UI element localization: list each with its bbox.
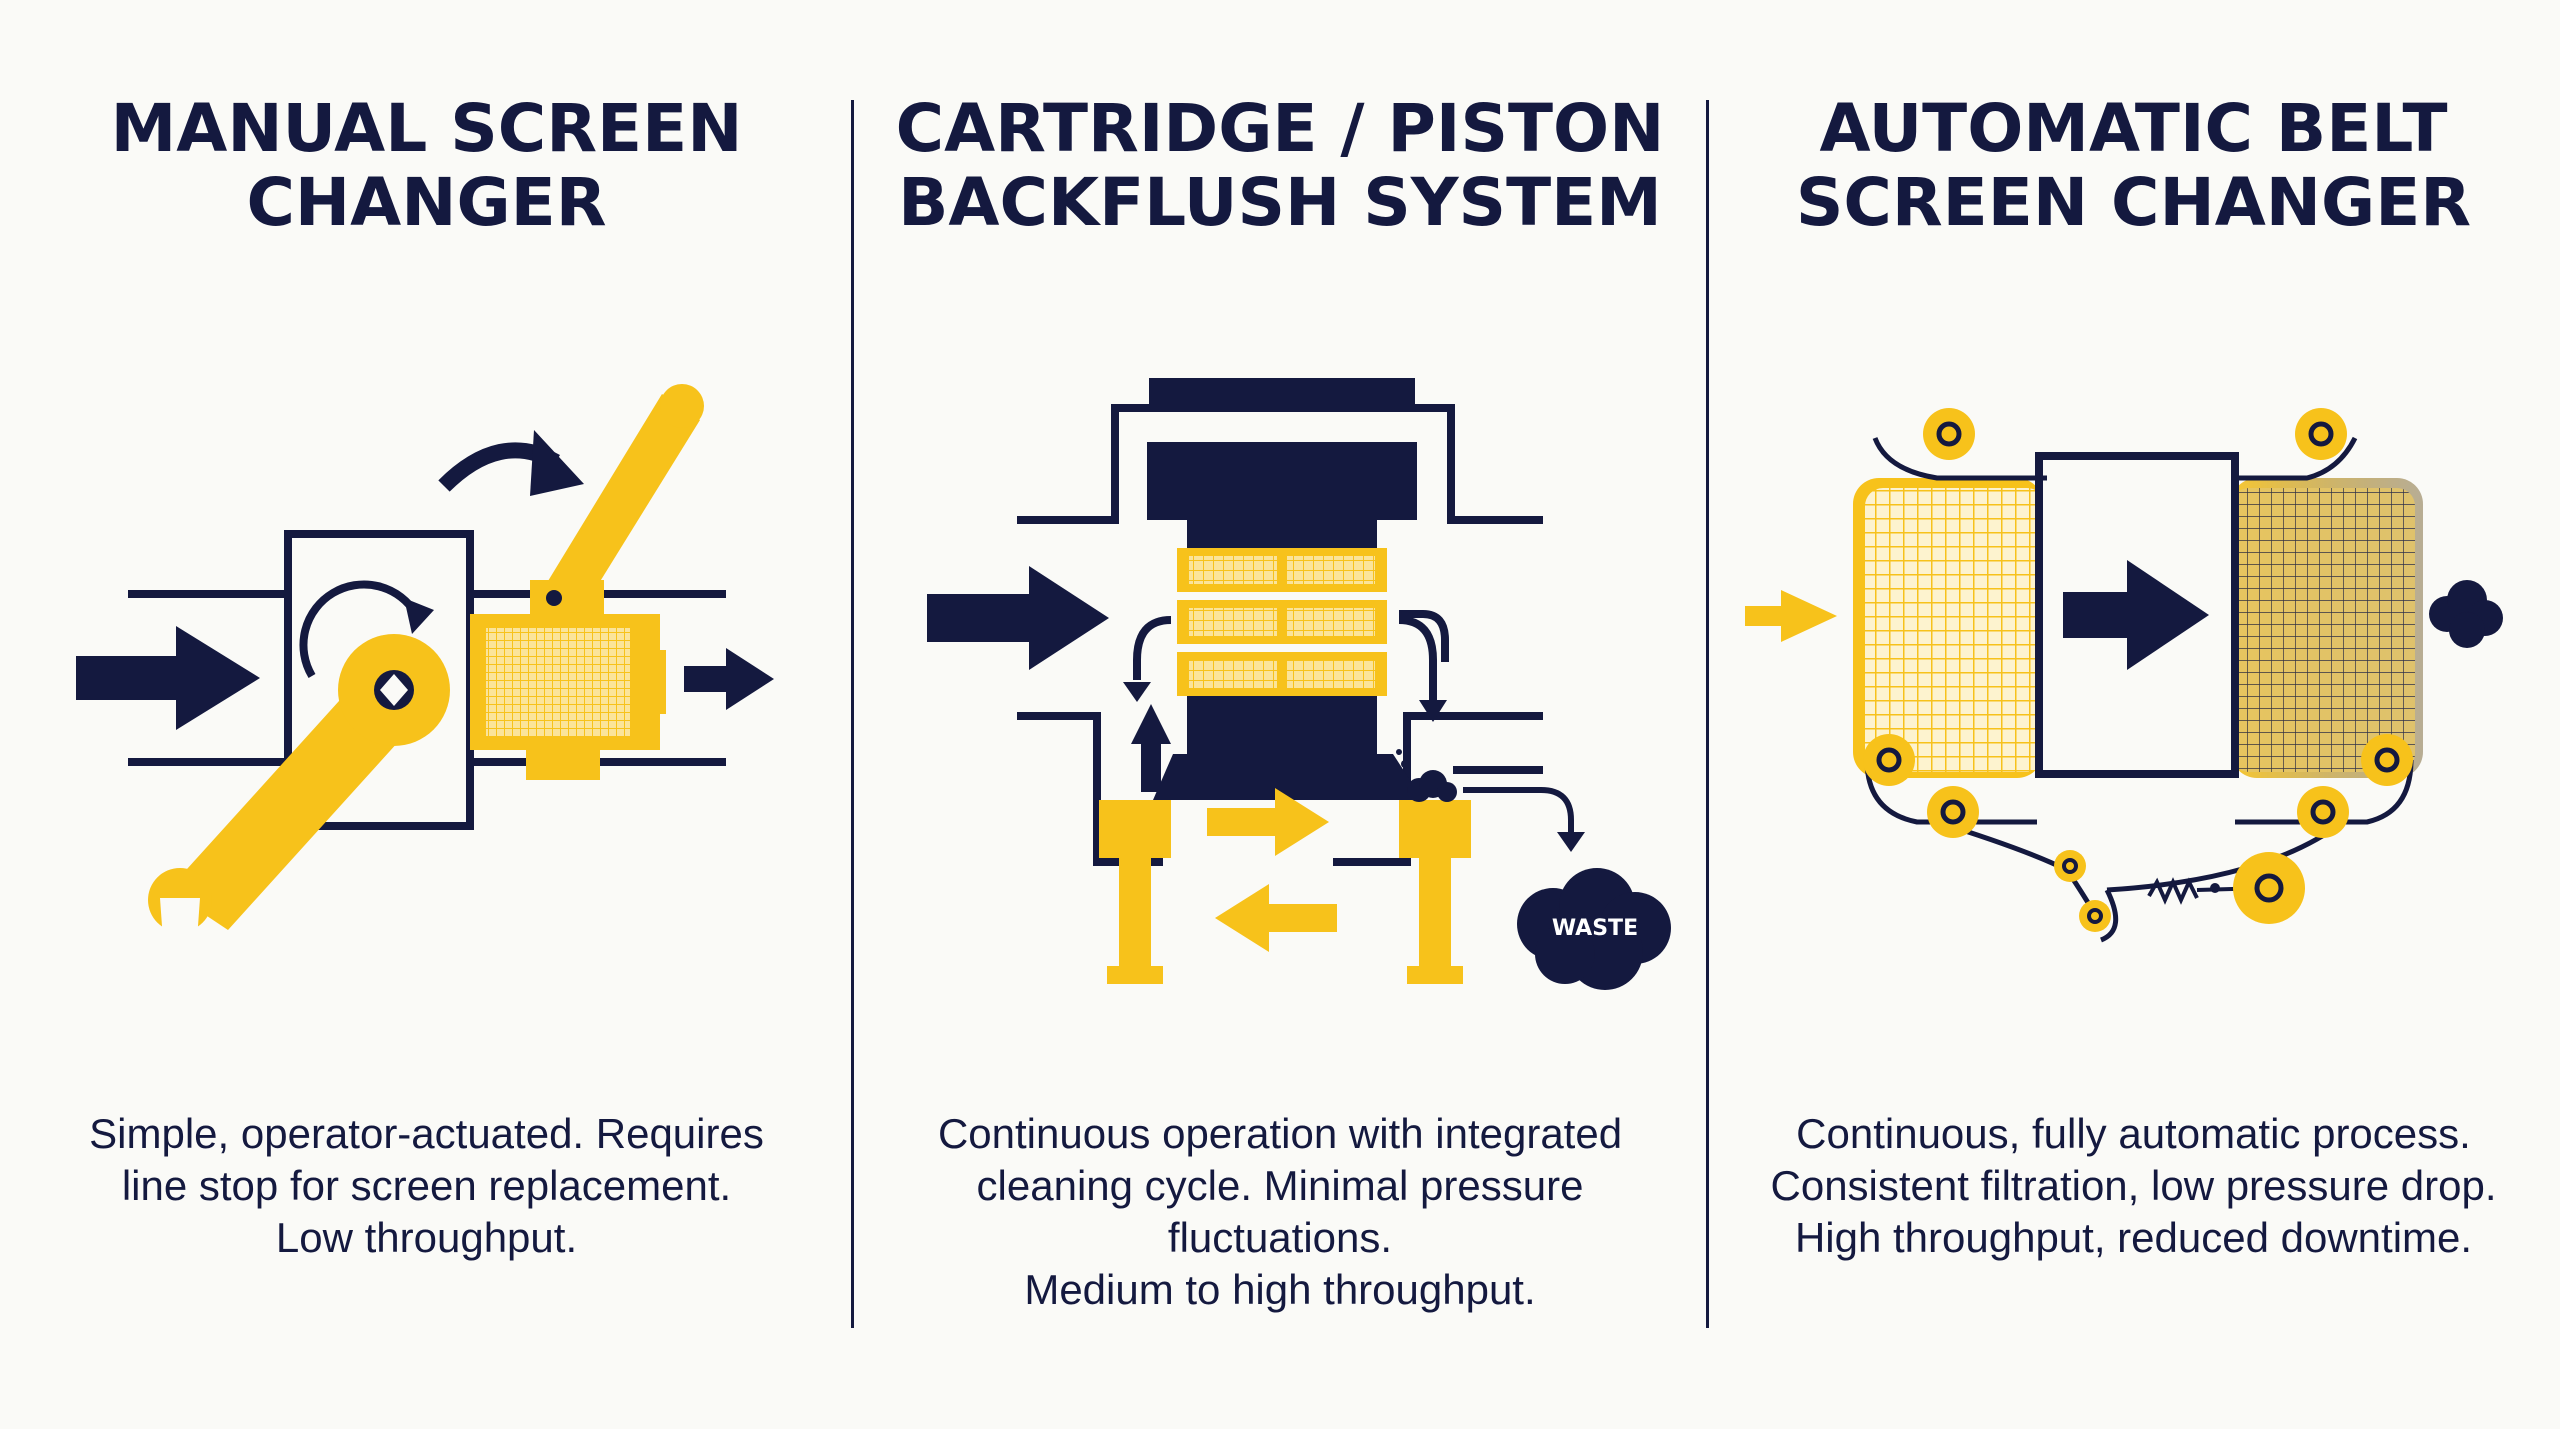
waste-cloud-icon (1517, 868, 1671, 990)
piston-icon (1099, 800, 1171, 984)
flow-arrow-icon (1745, 590, 1837, 642)
flow-arrow-icon (76, 626, 260, 730)
panel-title: AUTOMATIC BELT SCREEN CHANGER (1795, 90, 2472, 241)
panel-manual-screen-changer: MANUAL SCREEN CHANGER (0, 0, 853, 1429)
waste-label: WASTE (1552, 916, 1638, 941)
debris (1396, 749, 1457, 802)
mesh-belt-icon (1853, 478, 2423, 778)
roller-icon (2361, 734, 2413, 786)
divider (1706, 100, 1709, 1328)
roller-icon (1923, 408, 1975, 460)
roller-icon (1927, 786, 1979, 838)
panel-title: MANUAL SCREEN CHANGER (110, 90, 743, 241)
divider (851, 100, 854, 1328)
debris-cloud-icon (2429, 580, 2503, 648)
transfer-arrow-icon (438, 430, 584, 496)
panel-backflush-system: CARTRIDGE / PISTON BACKFLUSH SYSTEM (853, 0, 1707, 1429)
screen-block-icon (470, 614, 666, 780)
flow-arrow-icon (2063, 560, 2209, 670)
flow-arrow-icon (1215, 884, 1337, 952)
roller-icon (2054, 850, 2086, 882)
flow-arrow-icon (1131, 704, 1171, 792)
rotate-arrow-icon (299, 580, 434, 679)
flow-arrow-icon (927, 566, 1109, 670)
roller-icon (1863, 734, 1915, 786)
backflush-system-illustration: WASTE (927, 378, 1671, 990)
flow-arrow-icon (1207, 788, 1329, 856)
flow-arrow-icon (684, 648, 774, 710)
spring-tensioner-icon (2147, 852, 2305, 924)
roller-icon (2079, 900, 2111, 932)
piston-icon (1399, 800, 1471, 984)
automatic-belt-illustration (1745, 408, 2503, 943)
filter-cartridge-icon (1177, 548, 1387, 696)
panel-title: CARTRIDGE / PISTON BACKFLUSH SYSTEM (895, 90, 1665, 241)
piston-head (1147, 378, 1423, 800)
manual-screen-changer-illustration (76, 384, 774, 954)
panel-automatic-belt: AUTOMATIC BELT SCREEN CHANGER (1707, 0, 2560, 1429)
panel-description: Continuous, fully automatic process. Con… (1770, 1110, 2497, 1261)
roller-icon (2297, 786, 2349, 838)
panel-description: Simple, operator-actuated. Requires line… (89, 1110, 764, 1261)
panel-description: Continuous operation with integrated cle… (937, 1110, 1623, 1313)
waste-path (1463, 787, 1574, 836)
wrench-icon (148, 634, 450, 954)
internal-flow-arrows (1133, 610, 1449, 700)
roller-icon (2295, 408, 2347, 460)
